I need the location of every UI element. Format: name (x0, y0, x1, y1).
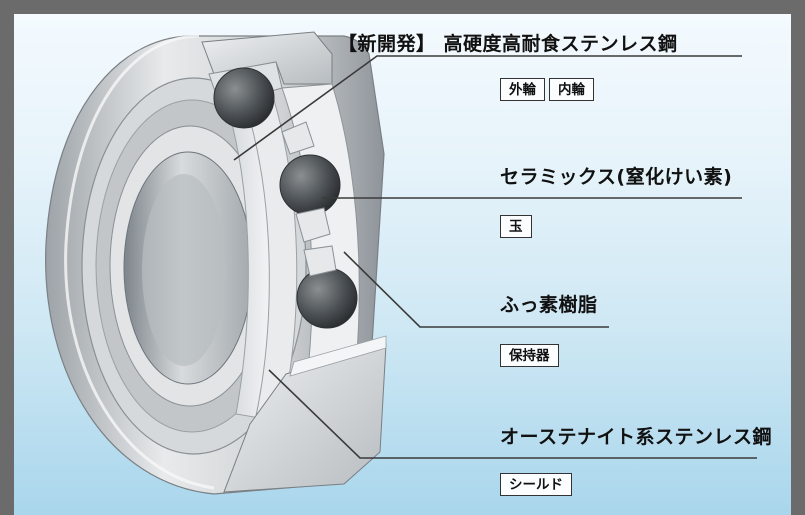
balls (213, 67, 358, 329)
leader-line-austenitic (268, 369, 757, 459)
part-tags-rings: 外輪 内輪 (500, 78, 594, 101)
material-austenitic-stainless: オーステナイト系ステンレス鋼 (500, 426, 773, 448)
ball-1 (213, 67, 275, 129)
inner-ring (109, 125, 271, 407)
part-tags-cage: 保持器 (500, 344, 559, 367)
ball-2 (279, 154, 341, 216)
callout-new-steel-material: 【新開発】高硬度高耐食ステンレス鋼 (338, 29, 678, 56)
leader-lines (233, 55, 757, 459)
ball-3 (296, 267, 358, 329)
material-ceramics: セラミックス(窒化けい素) (500, 166, 733, 188)
part-tag-shield: シールド (500, 473, 572, 496)
part-tag-balls: 玉 (500, 215, 532, 238)
material-fluororesin: ふっ素樹脂 (500, 294, 598, 316)
part-tags-shield: シールド (500, 473, 572, 496)
part-tag-outer-ring: 外輪 (500, 78, 545, 101)
leader-line-fluororesin (343, 251, 609, 328)
part-tag-inner-ring: 内輪 (549, 78, 594, 101)
part-tag-cage: 保持器 (500, 344, 559, 367)
bearing-illustration (45, 31, 757, 495)
bearing-diagram-panel: 【新開発】高硬度高耐食ステンレス鋼 外輪 内輪 セラミックス(窒化けい素) 玉 … (14, 14, 791, 515)
leader-line-steel (233, 55, 742, 161)
new-development-tag: 【新開発】 (338, 33, 436, 55)
material-high-hardness-stainless: 高硬度高耐食ステンレス鋼 (443, 33, 678, 55)
part-tags-balls: 玉 (500, 215, 532, 238)
